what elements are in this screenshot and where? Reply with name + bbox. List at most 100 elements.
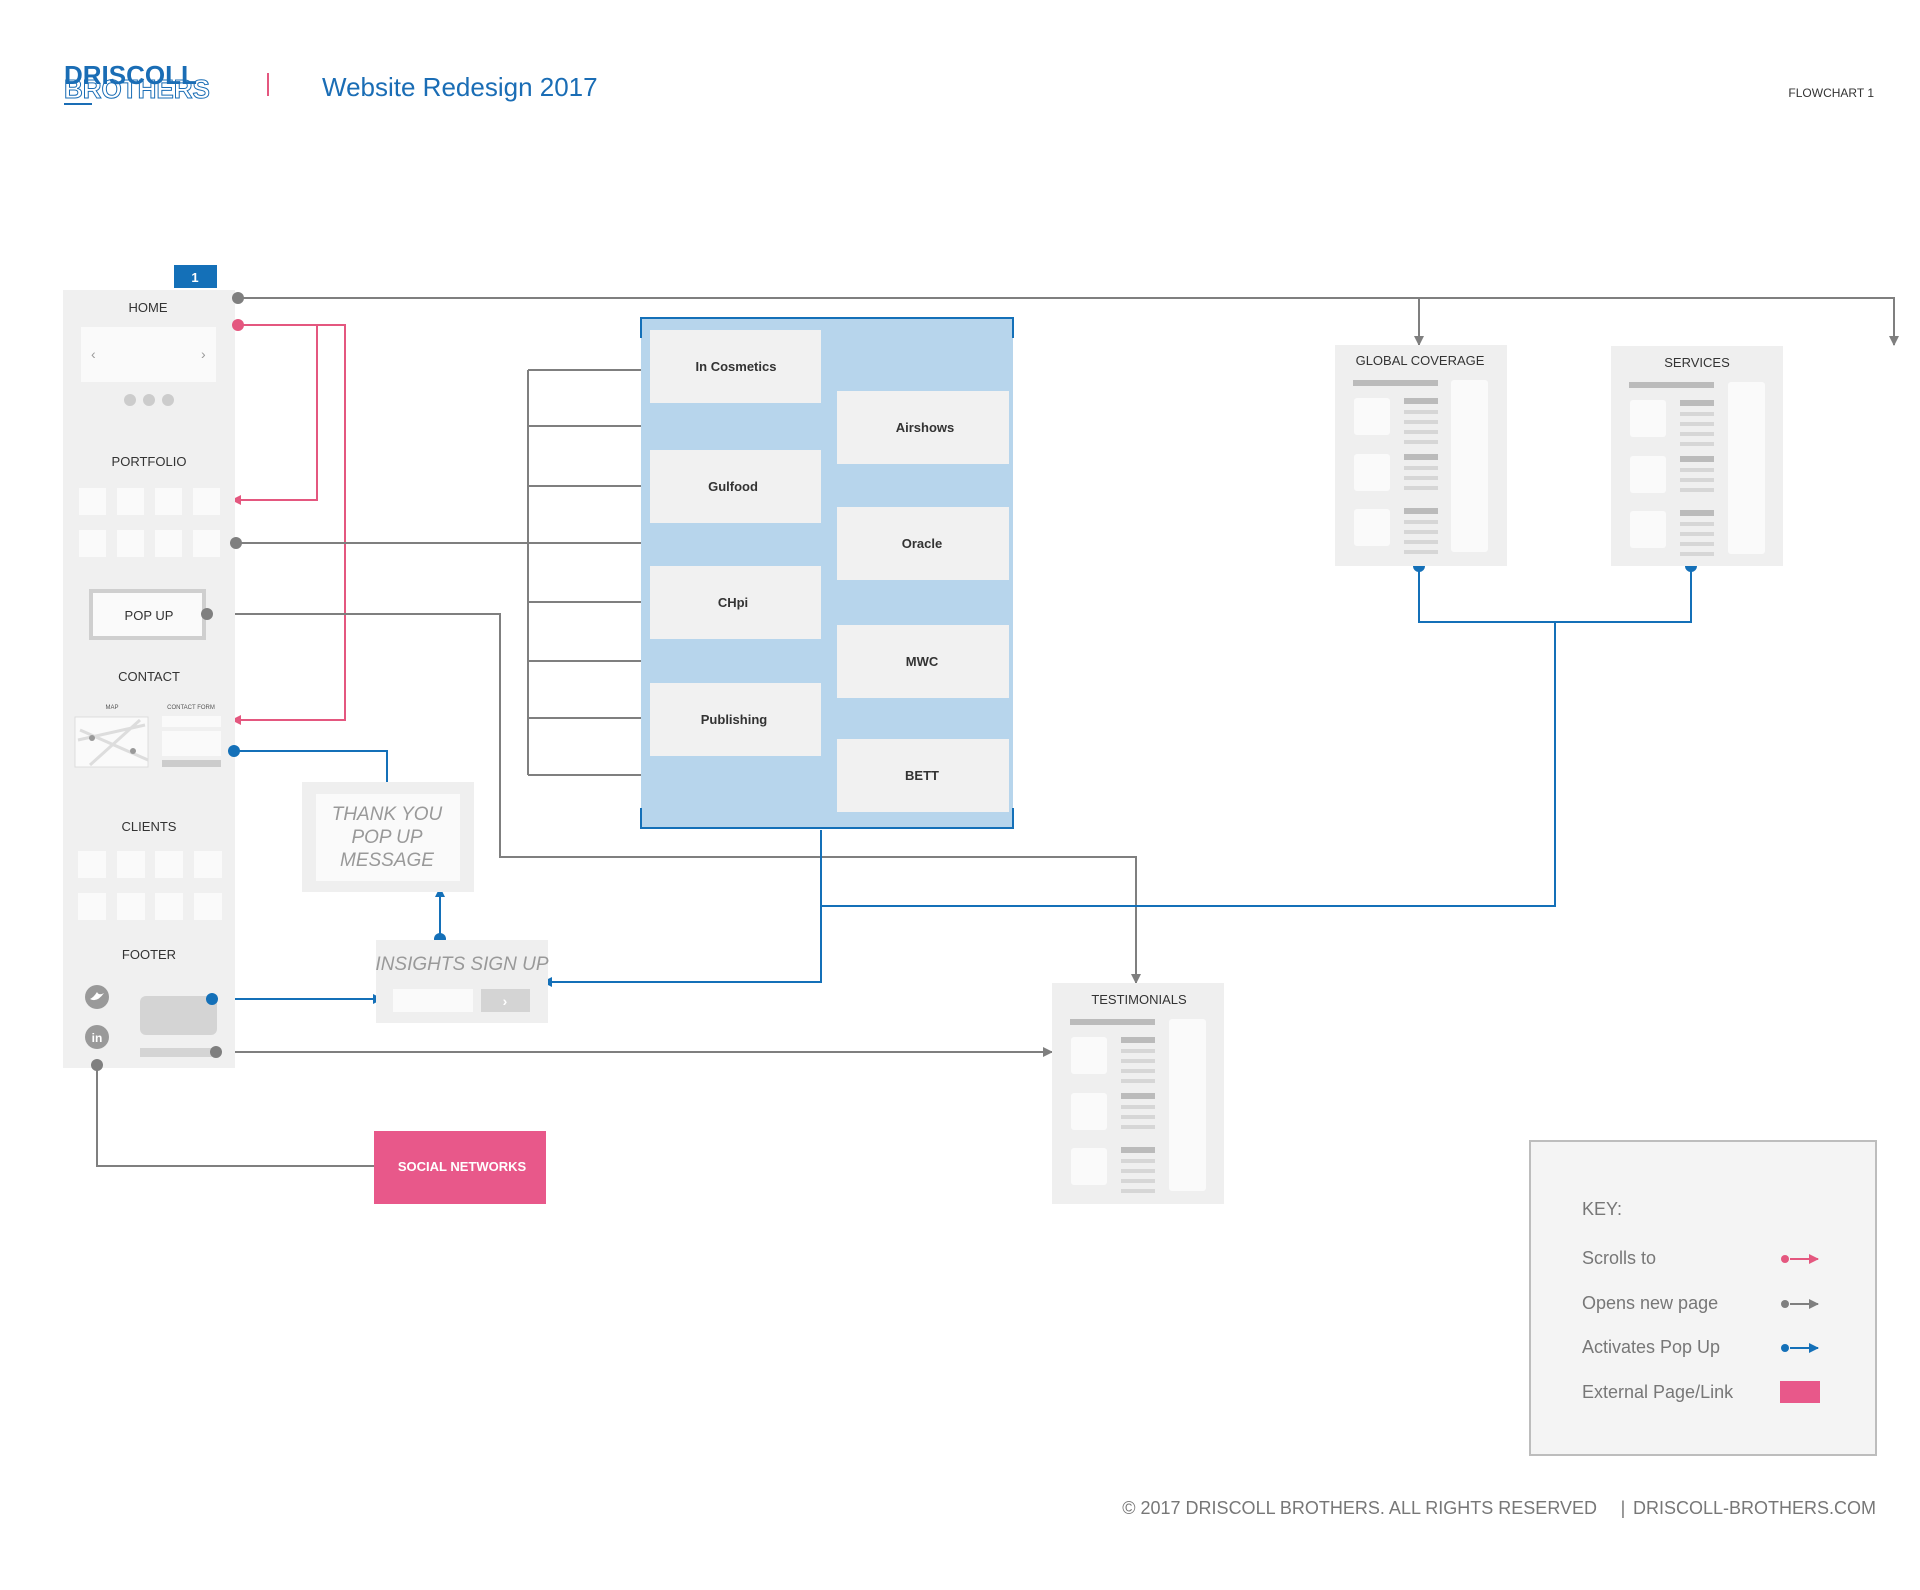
slider-prev-icon: ‹ <box>91 346 96 362</box>
dot-portfolio[interactable] <box>230 537 242 549</box>
insights-title: INSIGHTS SIGN UP <box>375 954 548 975</box>
form-field <box>162 716 221 727</box>
site-link[interactable]: DRISCOLL-BROTHERS.COM <box>1633 1498 1876 1518</box>
label-chpi: CHpi <box>718 595 748 610</box>
key-scrolls-dot <box>1781 1255 1789 1263</box>
thank-you-inner <box>316 794 460 881</box>
section-clients: CLIENTS <box>122 819 177 834</box>
slider-dot-3 <box>162 394 174 406</box>
text-lines <box>1680 400 1714 556</box>
section-portfolio: PORTFOLIO <box>112 454 187 469</box>
content-bar <box>1353 380 1438 386</box>
thumb-block <box>1630 511 1666 548</box>
dot-home-gray[interactable] <box>232 292 244 304</box>
dot-footer-social[interactable] <box>91 1059 103 1071</box>
text-lines <box>1121 1037 1155 1193</box>
connector-pages-bus <box>821 622 1556 907</box>
page-number-badge <box>174 265 217 288</box>
connector-dots <box>91 292 1697 1071</box>
key-external-label: External Page/Link <box>1582 1382 1734 1402</box>
key-title: KEY: <box>1582 1199 1622 1219</box>
portfolio-bracket-top <box>640 317 1014 338</box>
portfolio-page-publishing[interactable] <box>650 683 821 756</box>
thumb-block <box>1630 456 1666 493</box>
portfolio-bracket-bottom <box>640 808 1014 829</box>
thumb-block <box>1071 1037 1107 1074</box>
key-opens-dot <box>1781 1300 1789 1308</box>
map-pin-icon <box>89 735 95 741</box>
dot-footer-signup[interactable] <box>206 993 218 1005</box>
social-networks-box[interactable] <box>374 1131 546 1204</box>
label-in-cosmetics: In Cosmetics <box>696 359 777 374</box>
dot-home-pink[interactable] <box>232 319 244 331</box>
connector-scroll-contact <box>231 324 346 725</box>
portfolio-page-chpi[interactable] <box>650 566 821 639</box>
contact-map-label: MAP <box>105 705 118 711</box>
portfolio-page-in-cosmetics[interactable] <box>650 330 821 403</box>
home-page-panel <box>63 290 235 1068</box>
connector-home-services <box>240 297 1899 346</box>
social-networks-label: SOCIAL NETWORKS <box>398 1159 527 1174</box>
portfolio-page-gulfood[interactable] <box>650 450 821 523</box>
portfolio-page-mwc[interactable] <box>837 625 1009 698</box>
label-oracle: Oracle <box>902 536 942 551</box>
thumb-block <box>1354 509 1390 546</box>
logo-text-top: DRISCOLL <box>64 60 197 90</box>
portfolio-page-airshows[interactable] <box>837 391 1009 464</box>
sidebar-block <box>1169 1019 1206 1191</box>
label-mwc: MWC <box>906 654 939 669</box>
footer-signup-box <box>140 996 217 1035</box>
thumb-block <box>1354 454 1390 491</box>
content-bar <box>1070 1019 1155 1025</box>
label-gulfood: Gulfood <box>708 479 758 494</box>
section-popup: POP UP <box>125 608 174 623</box>
section-home: HOME <box>129 300 168 315</box>
form-field <box>162 731 221 756</box>
services-title: SERVICES <box>1664 355 1730 370</box>
key-opens-label: Opens new page <box>1582 1293 1718 1313</box>
header: DRISCOLL BROTHERS Website Redesign 2017 … <box>64 60 1874 105</box>
map-pin-icon <box>130 748 136 754</box>
portfolio-thumbnails <box>79 488 220 557</box>
thumb-block <box>1630 400 1666 437</box>
testimonials-title: TESTIMONIALS <box>1091 992 1187 1007</box>
sidebar-block <box>1728 382 1765 554</box>
key-popup-label: Activates Pop Up <box>1582 1337 1720 1357</box>
services-page: SERVICES <box>1611 346 1783 566</box>
connector-popup-testimonials <box>207 613 1141 984</box>
text-lines <box>1404 398 1438 554</box>
connector-pages-join <box>1418 566 1692 623</box>
portfolio-pages-group: In Cosmetics Airshows Gulfood Oracle CHp… <box>640 317 1014 829</box>
portfolio-page-oracle[interactable] <box>837 507 1009 580</box>
footer-link-bar <box>140 1048 215 1057</box>
form-submit <box>162 760 221 767</box>
content-bar <box>1629 382 1714 388</box>
connector-scroll-portfolio <box>231 324 318 505</box>
connector-contact-thankyou <box>234 750 392 793</box>
slider-next-icon: › <box>201 346 206 362</box>
social-networks-external: SOCIAL NETWORKS <box>374 1131 546 1204</box>
connector-to-insights <box>542 830 822 987</box>
thumb-block <box>1354 398 1390 435</box>
global-coverage-page: GLOBAL COVERAGE <box>1335 345 1507 566</box>
flowchart-label: FLOWCHART 1 <box>1788 86 1874 100</box>
thank-you-line-3: MESSAGE <box>340 850 434 871</box>
key-popup-dot <box>1781 1344 1789 1352</box>
portfolio-page-bett[interactable] <box>837 739 1009 812</box>
dot-popup[interactable] <box>201 608 213 620</box>
thank-you-line-1: THANK YOU <box>332 804 443 825</box>
testimonials-page: TESTIMONIALS <box>1052 983 1224 1204</box>
page-footer: © 2017 DRISCOLL BROTHERS. ALL RIGHTS RES… <box>1122 1498 1876 1518</box>
thumb-block <box>1071 1148 1107 1185</box>
slider-dot-2 <box>143 394 155 406</box>
label-bett: BETT <box>905 768 939 783</box>
dot-contact[interactable] <box>228 745 240 757</box>
dot-footer-link[interactable] <box>210 1046 222 1058</box>
insights-email-field <box>393 989 473 1012</box>
key-scrolls-label: Scrolls to <box>1582 1248 1656 1268</box>
thumb-block <box>1071 1093 1107 1130</box>
logo-text-bottom: BROTHERS <box>64 74 210 104</box>
section-contact: CONTACT <box>118 669 180 684</box>
